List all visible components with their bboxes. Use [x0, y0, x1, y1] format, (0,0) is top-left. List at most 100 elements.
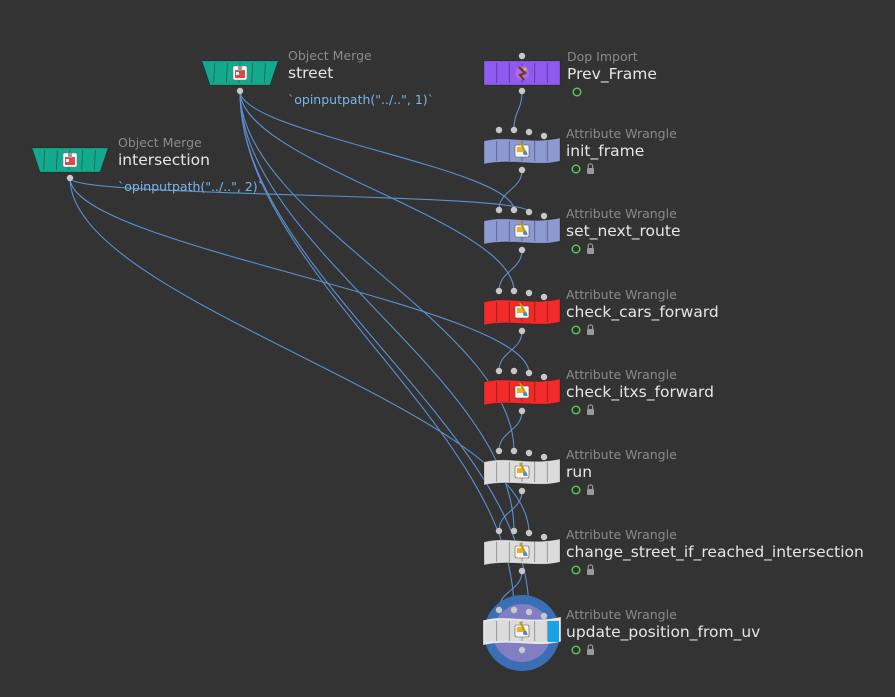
- input-connector-1[interactable]: [510, 126, 518, 134]
- lock-icon[interactable]: [587, 564, 594, 575]
- display-flag-icon[interactable]: [571, 244, 581, 254]
- node-change_street[interactable]: Attribute Wranglechange_street_if_reache…: [483, 527, 864, 575]
- input-connector-0[interactable]: [495, 447, 503, 455]
- lock-icon[interactable]: [587, 243, 594, 254]
- input-connector-1[interactable]: [510, 527, 518, 535]
- input-connector-0[interactable]: [495, 367, 503, 375]
- input-connector-3[interactable]: [540, 533, 548, 541]
- wire-street-to-update_position[interactable]: [239, 90, 530, 613]
- input-connector-0[interactable]: [495, 206, 503, 214]
- wire-check_cars_forward-to-check_itxs_forward[interactable]: [498, 330, 523, 372]
- node-name-label[interactable]: Prev_Frame: [567, 65, 657, 84]
- input-connector-1[interactable]: [510, 367, 518, 375]
- node-name-label[interactable]: intersection: [118, 151, 210, 169]
- input-connector-3[interactable]: [540, 132, 548, 140]
- input-connector-1[interactable]: [510, 606, 518, 614]
- node-type-label: Object Merge: [288, 48, 372, 63]
- output-connector[interactable]: [236, 87, 244, 95]
- input-connector-0[interactable]: [495, 527, 503, 535]
- input-connector-2[interactable]: [525, 369, 533, 377]
- display-flag-icon[interactable]: [571, 565, 581, 575]
- input-connector-1[interactable]: [510, 447, 518, 455]
- wrangle-icon: [514, 542, 530, 559]
- input-connector-1[interactable]: [510, 287, 518, 295]
- display-flag-icon[interactable]: [571, 325, 581, 335]
- node-name-label[interactable]: check_cars_forward: [566, 303, 719, 322]
- node-name-label[interactable]: init_frame: [566, 142, 644, 161]
- output-connector[interactable]: [518, 646, 526, 654]
- wire-check_itxs_forward-to-run[interactable]: [498, 410, 523, 452]
- input-connector-1[interactable]: [510, 206, 518, 214]
- wire-init_frame-to-set_next_route[interactable]: [498, 169, 523, 211]
- input-connector-2[interactable]: [525, 208, 533, 216]
- node-name-label[interactable]: update_position_from_uv: [566, 623, 760, 642]
- node-layer: Object Mergestreet`opinputpath("../..", …: [31, 48, 864, 671]
- input-connector-2[interactable]: [525, 608, 533, 616]
- wire-street-to-run[interactable]: [239, 90, 515, 452]
- wire-street-to-check_cars_forward[interactable]: [239, 90, 515, 292]
- lock-icon[interactable]: [587, 324, 594, 335]
- output-connector[interactable]: [518, 166, 526, 174]
- node-street[interactable]: Object Mergestreet`opinputpath("../..", …: [201, 48, 434, 107]
- node-type-label: Attribute Wrangle: [566, 206, 677, 221]
- input-connector-0[interactable]: [518, 52, 526, 60]
- node-name-label[interactable]: set_next_route: [566, 222, 680, 241]
- output-connector[interactable]: [518, 327, 526, 335]
- output-connector[interactable]: [66, 174, 74, 182]
- display-flag-icon[interactable]: [571, 645, 581, 655]
- wire-street-to-change_street[interactable]: [239, 90, 515, 532]
- input-connector-3[interactable]: [540, 373, 548, 381]
- output-connector[interactable]: [518, 487, 526, 495]
- wire-street-to-update_position[interactable]: [239, 90, 515, 611]
- input-connector-3[interactable]: [540, 293, 548, 301]
- display-flag-icon[interactable]: [572, 87, 582, 97]
- node-type-label: Attribute Wrangle: [566, 607, 677, 622]
- node-intersection[interactable]: Object Mergeintersection`opinputpath("..…: [31, 135, 264, 194]
- display-flag-icon[interactable]: [571, 405, 581, 415]
- display-flag-icon[interactable]: [571, 485, 581, 495]
- dop-import-icon: [515, 66, 529, 81]
- output-connector[interactable]: [518, 246, 526, 254]
- input-connector-0[interactable]: [495, 606, 503, 614]
- wire-intersection-to-set_next_route[interactable]: [69, 177, 530, 213]
- render-flag[interactable]: [548, 621, 559, 642]
- wire-street-to-set_next_route[interactable]: [239, 90, 515, 211]
- input-connector-3[interactable]: [540, 453, 548, 461]
- wire-set_next_route-to-check_cars_forward[interactable]: [498, 249, 523, 292]
- lock-icon[interactable]: [587, 163, 594, 174]
- lock-icon[interactable]: [587, 404, 594, 415]
- input-connector-2[interactable]: [525, 128, 533, 136]
- input-connector-3[interactable]: [540, 612, 548, 620]
- wrangle-icon: [514, 141, 530, 158]
- wire-intersection-to-check_itxs_forward[interactable]: [69, 177, 530, 374]
- input-connector-2[interactable]: [525, 529, 533, 537]
- input-connector-2[interactable]: [525, 449, 533, 457]
- wire-run-to-change_street[interactable]: [498, 490, 523, 532]
- node-name-label[interactable]: run: [566, 463, 592, 481]
- lock-icon[interactable]: [587, 484, 594, 495]
- output-connector[interactable]: [518, 87, 526, 95]
- node-name-label[interactable]: change_street_if_reached_intersection: [566, 543, 864, 562]
- wire-intersection-to-change_street[interactable]: [69, 177, 530, 534]
- node-name-label[interactable]: check_itxs_forward: [566, 383, 714, 402]
- node-name-label[interactable]: street: [288, 64, 333, 82]
- lock-icon[interactable]: [587, 644, 594, 655]
- display-flag-icon[interactable]: [571, 164, 581, 174]
- input-connector-2[interactable]: [525, 289, 533, 297]
- object-merge-icon: [62, 152, 78, 168]
- input-connector-0[interactable]: [495, 287, 503, 295]
- output-connector[interactable]: [518, 567, 526, 575]
- output-connector[interactable]: [518, 407, 526, 415]
- node-tile-divider: [55, 149, 58, 171]
- input-connector-0[interactable]: [495, 126, 503, 134]
- wire-prev_frame-to-init_frame[interactable]: [513, 90, 523, 131]
- input-connector-3[interactable]: [540, 212, 548, 220]
